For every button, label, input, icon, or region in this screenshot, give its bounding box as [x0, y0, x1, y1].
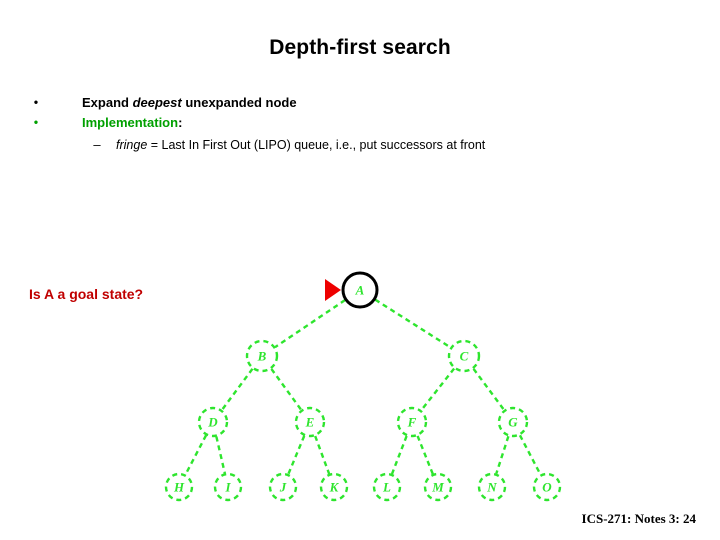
node-circle: [396, 406, 428, 438]
tree-edge-b-d: [220, 368, 254, 411]
node-label: A: [355, 283, 365, 298]
node-circle: [319, 472, 349, 502]
bullet-item-expand-deepest: • Expand deepest unexpanded node: [28, 93, 668, 112]
node-circle: [532, 472, 562, 502]
tree-node-h[interactable]: H: [164, 472, 194, 502]
tree-edge-c-g: [472, 368, 506, 411]
tree-edge-f-l: [390, 435, 408, 475]
tree-edge-b-e: [270, 368, 303, 411]
pointer-triangle-icon: [325, 279, 341, 301]
tree-edge-e-k: [314, 435, 331, 475]
node-label: K: [329, 480, 340, 495]
footer-note: ICS-271: Notes 3: 24: [581, 511, 696, 526]
node-label: I: [224, 480, 231, 495]
bullet-list: • Expand deepest unexpanded node • Impleme…: [28, 93, 668, 155]
node-label: F: [407, 415, 417, 430]
node-circle: [164, 472, 194, 502]
node-circle: [245, 339, 279, 373]
tree-edge-group: [184, 298, 542, 476]
node-circle: [213, 472, 243, 502]
page-title: Depth-first search: [269, 36, 451, 59]
tree-edge-a-b: [274, 299, 346, 349]
node-circle: [372, 472, 402, 502]
bullet-text-implementation: Implementation: [82, 115, 179, 130]
node-circle: [294, 406, 326, 438]
tree-node-b[interactable]: B: [245, 339, 279, 373]
tree-node-j[interactable]: J: [268, 472, 298, 502]
node-label: B: [257, 349, 267, 364]
tree-node-group: A B C D E F G H I J K L M N O: [164, 271, 562, 502]
node-label: C: [460, 349, 469, 364]
bullet-item-implementation: • Implementation:: [28, 113, 668, 132]
node-label: J: [279, 480, 287, 495]
tree-node-e[interactable]: E: [294, 406, 326, 438]
tree-edge-g-o: [518, 434, 542, 476]
search-tree-figure: A B C D E F G H I J K L M N O: [140, 262, 590, 512]
node-label: G: [508, 415, 518, 430]
node-circle: [341, 271, 379, 309]
node-label: N: [486, 480, 497, 495]
tree-edge-d-i: [215, 436, 227, 474]
node-circle: [423, 472, 453, 502]
tree-node-o[interactable]: O: [532, 472, 562, 502]
tree-node-m[interactable]: M: [423, 472, 453, 502]
node-circle: [447, 339, 481, 373]
current-node-pointer: [325, 279, 341, 301]
node-label: H: [173, 480, 185, 495]
dash-marker-icon: –: [93, 137, 101, 152]
search-tree-svg: A B C D E F G H I J K L M N O: [164, 271, 562, 502]
tree-node-d[interactable]: D: [197, 406, 229, 438]
tree-node-c[interactable]: C: [447, 339, 481, 373]
goal-state-question: Is A a goal state?: [29, 286, 144, 302]
node-label: L: [382, 480, 391, 495]
tree-edge-c-f: [420, 367, 456, 411]
tree-edge-d-h: [184, 434, 208, 476]
tree-node-l[interactable]: L: [372, 472, 402, 502]
node-circle: [477, 472, 507, 502]
bullet-marker-icon: •: [33, 95, 39, 109]
tree-node-k[interactable]: K: [319, 472, 349, 502]
bullet-text-post: unexpanded node: [181, 95, 297, 110]
node-label: D: [207, 415, 218, 430]
node-label: M: [431, 480, 444, 495]
tree-node-g[interactable]: G: [497, 406, 529, 438]
node-circle: [268, 472, 298, 502]
tree-node-i[interactable]: I: [213, 472, 243, 502]
tree-edge-a-c: [374, 298, 452, 349]
tree-node-a[interactable]: A: [341, 271, 379, 309]
bullet-text-colon: :: [178, 115, 183, 130]
node-label: E: [305, 415, 315, 430]
tree-edge-e-j: [287, 435, 306, 475]
tree-node-f[interactable]: F: [396, 406, 428, 438]
bullet-text-emphasis: deepest: [132, 95, 182, 110]
tree-node-n[interactable]: N: [477, 472, 507, 502]
bullet-text-emphasis: fringe: [116, 138, 148, 152]
bullet-text-pre: Expand: [82, 95, 133, 110]
node-circle: [497, 406, 529, 438]
bullet-item-fringe: – fringe = Last In First Out (LIPO) queue…: [28, 136, 668, 154]
tree-edge-g-n: [495, 435, 510, 475]
node-label: O: [542, 480, 552, 495]
bullet-text-post: = Last In First Out (LIPO) queue, i.e., …: [147, 138, 486, 152]
node-circle: [197, 406, 229, 438]
bullet-marker-icon: •: [33, 115, 39, 129]
tree-edge-f-m: [416, 435, 434, 475]
